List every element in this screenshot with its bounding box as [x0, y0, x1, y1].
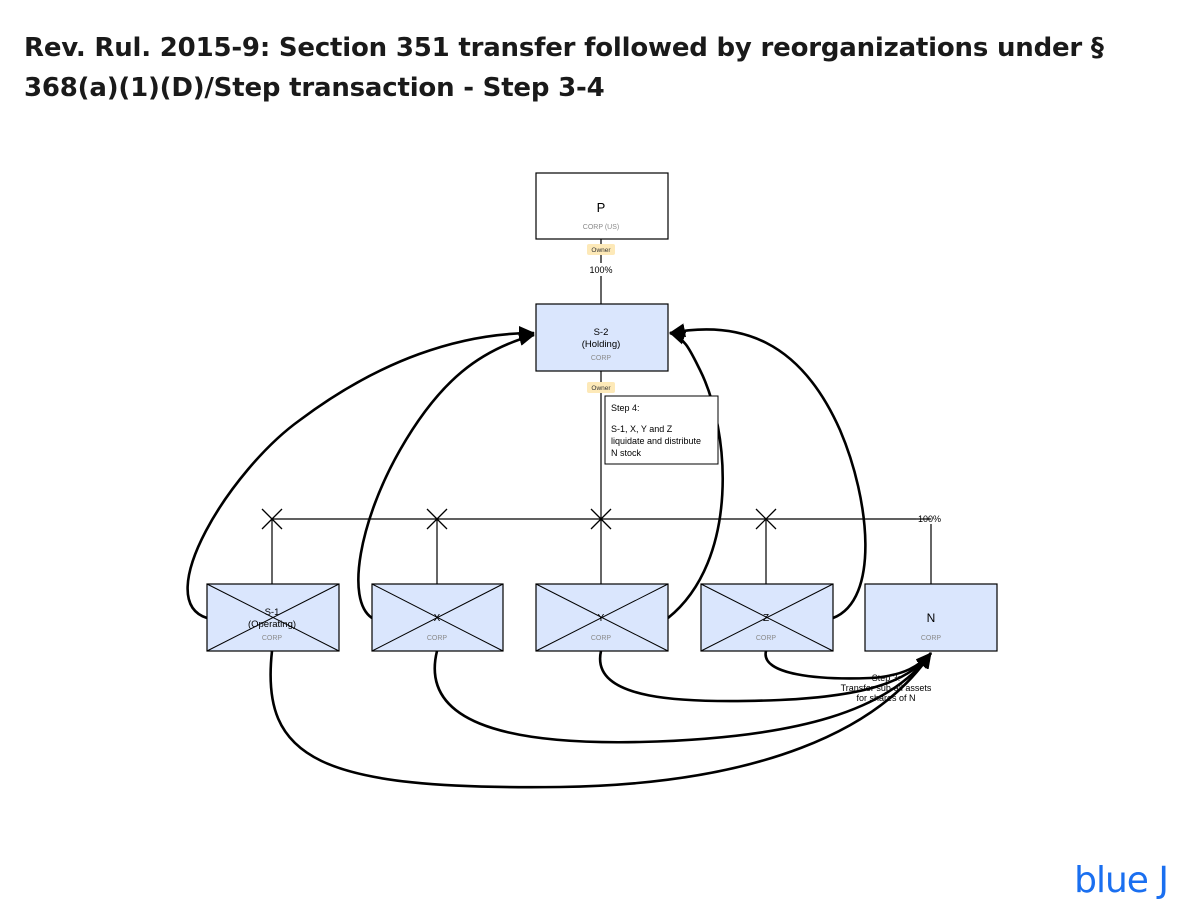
sever-mark-x	[426, 508, 448, 530]
arrow-x-to-s2	[357, 332, 535, 620]
entity-z: Z CORP	[700, 583, 834, 652]
entity-s2: S-2 (Holding) CORP	[535, 303, 669, 372]
sever-mark-y	[590, 508, 612, 530]
svg-text:Owner: Owner	[591, 385, 611, 392]
arrow-y-to-s2	[667, 331, 725, 620]
step4-annotation: Step 4: S-1, X, Y and Z liquidate and di…	[604, 395, 719, 465]
entity-n-type: CORP	[921, 635, 942, 642]
entity-s1-name: S-1	[265, 607, 280, 618]
owner-badge-p-s2: Owner	[587, 244, 615, 255]
arrow-y-to-n	[598, 650, 933, 703]
entity-x: X CORP	[371, 583, 504, 652]
entity-x-type: CORP	[427, 635, 448, 642]
owner-badge-s2-subs: Owner	[587, 382, 615, 393]
entity-s2-sub: (Holding)	[582, 339, 621, 350]
arrow-s1-to-s2	[186, 326, 535, 620]
entity-y: Y CORP	[535, 583, 669, 652]
step3-arrows	[269, 650, 933, 789]
severed-marks	[261, 508, 777, 530]
svg-text:Owner: Owner	[591, 247, 611, 254]
step3-line2: Transfer sub-all assets	[841, 683, 932, 693]
arrow-z-to-s2	[669, 323, 867, 620]
entity-s1-type: CORP	[262, 635, 283, 642]
entity-n-name: N	[927, 611, 936, 625]
sever-mark-z	[755, 508, 777, 530]
step4-heading: Step 4:	[611, 403, 640, 413]
ownership-lines	[271, 239, 932, 584]
entity-p-name: P	[597, 200, 606, 215]
entity-z-type: CORP	[756, 635, 777, 642]
entity-y-name: Y	[598, 613, 605, 624]
entity-s2-name: S-2	[594, 327, 609, 338]
step4-line2: liquidate and distribute	[611, 436, 701, 446]
arrow-x-to-n	[433, 650, 933, 744]
entity-s1: S-1 (Operating) CORP	[206, 583, 340, 652]
page-title: Rev. Rul. 2015-9: Section 351 transfer f…	[24, 33, 1104, 103]
entity-s1-sub: (Operating)	[248, 619, 296, 630]
step4-arrows	[186, 323, 867, 620]
step4-line3: N stock	[611, 448, 642, 458]
arrow-s1-to-n	[269, 650, 933, 789]
step3-line3: for shares of N	[856, 693, 915, 703]
blue-j-logo: blue J	[1074, 860, 1169, 901]
entity-x-name: X	[434, 613, 441, 624]
p-s2-percent: 100%	[589, 265, 612, 275]
step3-line1: Step 3:	[872, 673, 901, 683]
arrow-z-to-n	[764, 650, 932, 680]
sever-mark-s1	[261, 508, 283, 530]
entity-n: N CORP	[864, 583, 998, 652]
s2-n-percent: 100%	[918, 514, 941, 524]
entity-z-name: Z	[763, 613, 769, 624]
step3-label: Step 3: Transfer sub-all assets for shar…	[841, 673, 932, 703]
step4-line1: S-1, X, Y and Z	[611, 424, 673, 434]
entity-s2-type: CORP	[591, 355, 612, 362]
entity-y-type: CORP	[591, 635, 612, 642]
entity-p-type: CORP (US)	[583, 224, 619, 231]
entity-p: P CORP (US)	[535, 172, 669, 240]
